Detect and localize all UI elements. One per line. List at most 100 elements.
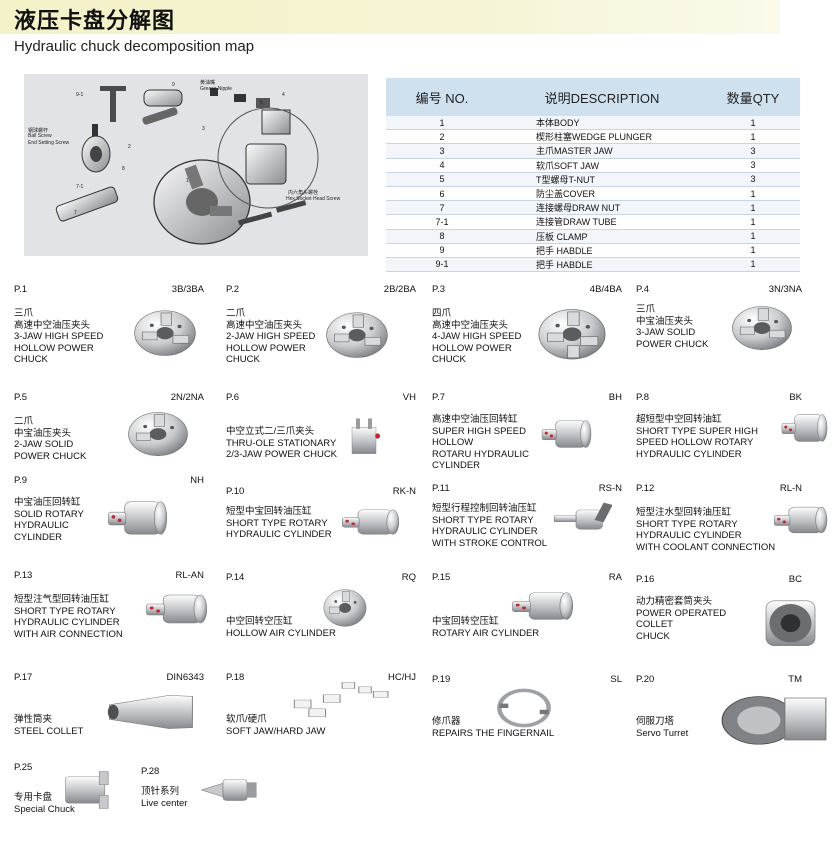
cell-no: 7-1 [386,214,498,230]
product-description: 修爪器 REPAIRS THE FINGERNAIL [432,716,555,739]
product-image [780,404,828,452]
product-model-code: SL [610,674,622,685]
product-description: 弹性筒夹 STEEL COLLET [14,714,84,737]
product-page-number: P.25 [14,762,33,773]
cell-desc: 主爪MASTER JAW [498,143,706,159]
product-page-number: P.2 [226,284,240,295]
svg-text:1: 1 [186,178,189,184]
product-page-number: P.13 [14,570,33,581]
product-page-number: P.10 [226,486,245,497]
product-image [286,678,390,722]
product-page-number: P.15 [432,572,451,583]
svg-text:9-1: 9-1 [76,92,83,98]
product-image [720,684,828,754]
product-page-number: P.17 [14,672,33,683]
cell-desc: T型螺母T-NUT [498,172,706,187]
svg-text:7-1: 7-1 [76,184,83,190]
product-model-code: 2N/2NA [170,392,204,403]
product-page-number: P.5 [14,392,28,403]
product-description: 短型中宝回转油压缸 SHORT TYPE ROTARY HYDRAULIC CY… [226,506,332,540]
product-model-code: NH [190,475,204,486]
product-model-code: 3B/3BA [171,284,204,295]
product-description: 短型行程控制回转油压缸 SHORT TYPE ROTARY HYDRAULIC … [432,503,548,549]
svg-text:内六角头螺栓: 内六角头螺栓 [288,189,318,196]
product-description: 中空立式二/三爪夹头 THRU-OLE STATIONARY 2/3-JAW P… [226,426,338,460]
product-image [730,300,794,354]
product-page-number: P.14 [226,572,245,583]
product-description: 高速中空油压回转缸 SUPER HIGH SPEED HOLLOW ROTARU… [432,414,529,471]
product-model-code: BK [789,392,802,403]
product-description: 动力精密套筒夹头 POWER OPERATED COLLET CHUCK [636,596,727,642]
product-card: P.11 RS-N 短型行程控制回转油压缸 SHORT TYPE ROTARY HY… [432,483,622,573]
svg-text:Grease Nipple: Grease Nipple [200,86,232,92]
cell-qty: 1 [706,257,800,273]
product-page-number: P.20 [636,674,655,685]
product-model-code: 4B/4BA [589,284,622,295]
cell-desc: 楔形柱塞WEDGE PLUNGER [498,129,706,145]
title-banner [0,0,780,34]
cell-qty: 1 [706,200,800,216]
product-image [60,768,116,812]
product-model-code: HC/HJ [388,672,416,683]
svg-text:7: 7 [74,210,77,216]
product-model-code: RA [608,572,622,583]
product-image [132,304,198,360]
product-image [106,686,196,738]
cell-desc: 连接管DRAW TUBE [498,214,706,230]
product-page-number: P.8 [636,392,650,403]
cell-no: 9 [386,243,498,258]
product-image [772,497,828,543]
product-model-code: TM [788,674,802,685]
svg-text:2: 2 [128,144,131,150]
cell-desc: 把手 HABDLE [498,257,706,273]
product-description: 二爪 中宝油压夹头 2-JAW SOLID POWER CHUCK [14,416,87,462]
product-description: 四爪 高速中空油压夹头 4-JAW HIGH SPEED HOLLOW POWE… [432,308,522,365]
product-model-code: VH [402,392,416,403]
product-image [540,410,592,458]
header-no: 编号 NO. [386,78,498,116]
cell-qty: 1 [706,186,800,202]
product-image [106,489,168,547]
cell-qty: 1 [706,243,800,258]
product-image [340,500,400,544]
cell-qty: 3 [706,143,800,159]
svg-text:5: 5 [260,100,263,106]
product-model-code: RS-N [598,483,622,494]
cell-qty: 1 [706,229,800,244]
svg-text:End Setting Screw: End Setting Screw [28,140,70,146]
cell-qty: 1 [706,129,800,145]
cell-no: 5 [386,172,498,187]
product-model-code: 3N/3NA [768,284,802,295]
product-page-number: P.28 [141,766,160,777]
product-description: 专用卡盘 Special Chuck [14,792,75,815]
cell-desc: 把手 HABDLE [498,243,706,258]
product-page-number: P.11 [432,483,450,494]
product-description: 中宝回转空压缸 ROTARY AIR CYLINDER [432,616,540,639]
product-image [324,306,390,362]
header-qty: 数量QTY [706,78,800,116]
product-page-number: P.3 [432,284,446,295]
cell-no: 2 [386,129,498,145]
product-image [322,584,368,630]
product-card: P.15 RA 中宝回转空压缸 ROTARY AIR CYLINDER [432,572,622,662]
product-page-number: P.19 [432,674,451,685]
page-title: 液压卡盘分解图 [14,8,176,33]
product-model-code: RL-N [779,483,802,494]
product-description: 短型注水型回转油压缸 SHORT TYPE ROTARY HYDRAULIC C… [636,507,776,553]
product-page-number: P.4 [636,284,650,295]
